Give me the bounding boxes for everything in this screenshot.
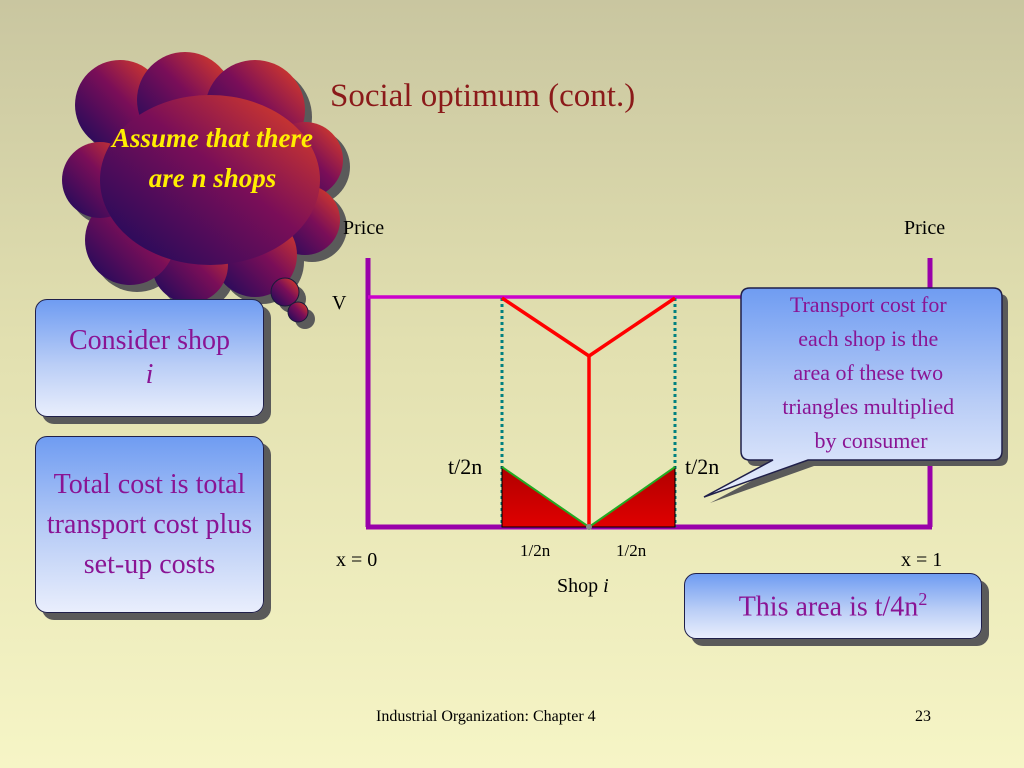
transport-line-right [588,466,676,528]
t2n-label-right: t/2n [685,454,719,479]
callout-line-4: triangles multiplied [782,394,954,419]
shop-location-marker [586,524,592,530]
cloud-line-2: are n shops [148,163,277,193]
total-cost-text: Total cost is total transport cost plus … [46,468,253,580]
transport-line-left [501,466,590,528]
area-text: This area is t/4n [738,591,919,623]
full-price-lines [501,296,676,527]
callout-line-1: Transport cost for [790,292,948,317]
total-cost-box: Total cost is total transport cost plus … [35,436,264,613]
footer-course: Industrial Organization: Chapter 4 [376,708,596,725]
half-label-right: 1/2n [616,541,647,560]
half-label-left: 1/2n [520,541,551,560]
cloud-line-1: Assume that there [111,123,314,153]
footer-page-number: 23 [915,708,931,725]
thought-cloud [62,52,350,329]
consider-shop-italic: i [145,359,154,390]
callout-line-5: by consumer [814,428,928,453]
callout-text: Transport cost for each shop is the area… [782,292,959,453]
consider-shop-box: Consider shop i [35,299,264,417]
price-label-right: Price [904,217,945,239]
callout-line-3: area of these two [793,360,943,385]
consider-shop-text: Consider shop [69,325,230,356]
x1-label: x = 1 [901,549,942,571]
slide-title: Social optimum (cont.) [330,78,636,114]
x0-label: x = 0 [336,549,377,571]
t2n-label-left: t/2n [448,454,482,479]
shop-label: Shop i [557,575,609,597]
callout-bubble-shape [703,287,1008,503]
cloud-assumption-text: Assume that there are n shops [110,118,315,198]
v-label: V [332,292,347,314]
shop-label-text: Shop [557,575,598,597]
area-box-text: This area is t/4n2 [739,589,928,623]
area-superscript: 2 [918,588,928,609]
shop-label-italic: i [603,575,609,597]
price-label-left: Price [343,217,384,239]
callout-line-2: each shop is the [798,326,938,351]
area-box: This area is t/4n2 [684,573,982,639]
